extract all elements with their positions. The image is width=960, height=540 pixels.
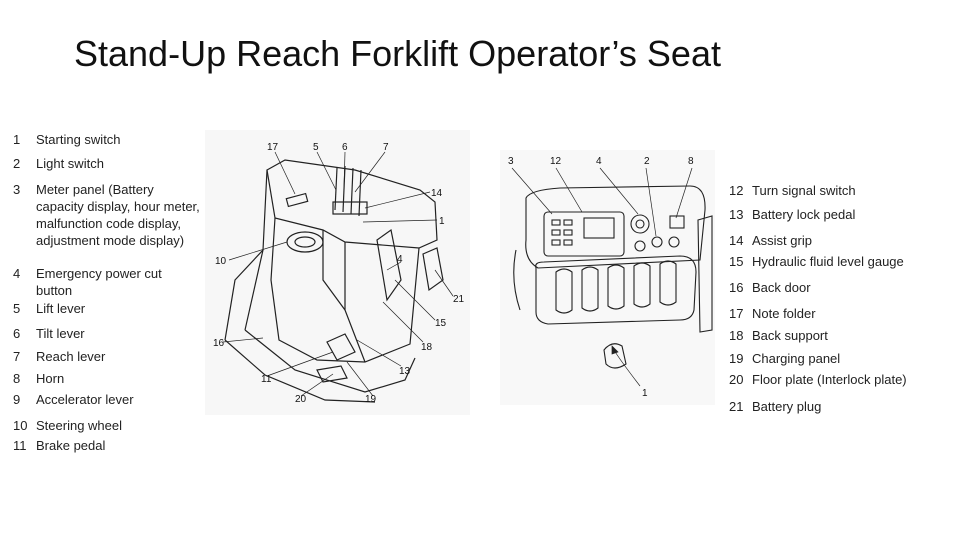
legend-number: 12 [729, 183, 744, 198]
legend-number: 16 [729, 280, 744, 295]
legend-number: 14 [729, 233, 744, 248]
legend-number: 1 [13, 132, 21, 147]
legend-label: Battery plug [752, 399, 822, 414]
legend-label: Hydraulic fluid level gauge [752, 254, 904, 269]
legend-number: 7 [13, 349, 21, 364]
legend-label: Brake pedal [36, 438, 106, 453]
callout-2: 2 [644, 156, 650, 167]
legend-number: 5 [13, 301, 21, 316]
legend-number: 20 [729, 372, 744, 387]
legend-number: 17 [729, 306, 744, 321]
legend-number: 19 [729, 351, 744, 366]
callout-5: 5 [313, 142, 319, 153]
callout-19: 19 [365, 394, 377, 405]
legend-label: Assist grip [752, 233, 812, 248]
legend-number: 8 [13, 371, 21, 386]
legend-label: Light switch [36, 156, 104, 171]
legend-label: Horn [36, 371, 65, 386]
legend-number: 9 [13, 392, 21, 407]
callout-8: 8 [688, 156, 694, 167]
legend-number: 10 [13, 418, 28, 433]
legend-label: Turn signal switch [752, 183, 856, 198]
legend-number: 4 [13, 266, 21, 281]
legend-label: Accelerator lever [36, 392, 134, 407]
callout-15: 15 [435, 318, 447, 329]
callout-21: 21 [453, 294, 465, 305]
legend-label: Reach lever [36, 349, 106, 364]
legend-label: Back door [752, 280, 811, 295]
legend-number: 3 [13, 182, 21, 197]
operator-compartment-diagram: 17 5 6 7 14 1 10 4 21 15 16 18 11 13 20 … [205, 130, 470, 415]
legend-label: Starting switch [36, 132, 121, 147]
callout-6: 6 [342, 142, 348, 153]
callout-16: 16 [213, 338, 225, 349]
callout-18: 18 [421, 342, 433, 353]
callout-1: 1 [439, 216, 445, 227]
legend-label: Meter panel (Battery capacity display, h… [36, 182, 200, 248]
legend-label: Floor plate (Interlock plate) [752, 372, 907, 387]
callout-11: 11 [261, 374, 272, 385]
legend-label: Steering wheel [36, 418, 122, 433]
callout-7: 7 [383, 142, 389, 153]
callout-17: 17 [267, 142, 279, 153]
legend-label: Charging panel [752, 351, 841, 366]
callout-13: 13 [399, 366, 411, 377]
control-panel-diagram: 3 12 4 2 8 1 [500, 150, 715, 405]
legend-label: Tilt lever [36, 326, 85, 341]
callout-20: 20 [295, 394, 307, 405]
page-title: Stand-Up Reach Forklift Operator’s Seat [74, 33, 721, 74]
legend-label: Lift lever [36, 301, 86, 316]
callout-3: 3 [508, 156, 514, 167]
callout-4: 4 [397, 254, 403, 265]
callout-10: 10 [215, 256, 227, 267]
legend-number: 6 [13, 326, 21, 341]
legend-number: 13 [729, 207, 744, 222]
callout-1: 1 [642, 388, 648, 399]
legend-number: 18 [729, 328, 744, 343]
legend-number: 2 [13, 156, 21, 171]
callout-14: 14 [431, 188, 443, 199]
callout-12: 12 [550, 156, 562, 167]
legend-label: Battery lock pedal [752, 207, 856, 222]
legend-number: 15 [729, 254, 744, 269]
legend-number: 11 [13, 438, 27, 453]
legend-label: Emergency power cut button [36, 266, 162, 298]
callout-4: 4 [596, 156, 602, 167]
legend-number: 21 [729, 399, 744, 414]
legend-label: Note folder [752, 306, 816, 321]
legend-label: Back support [752, 328, 828, 343]
